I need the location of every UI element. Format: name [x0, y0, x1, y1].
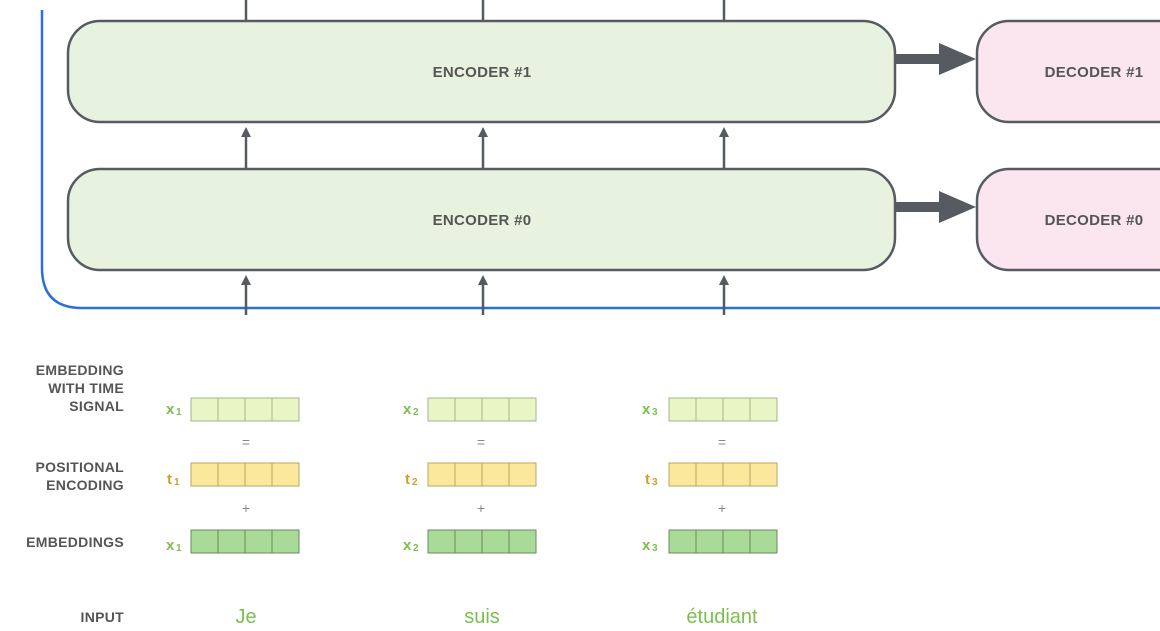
- inter-encoder-arrows: [241, 127, 729, 168]
- svg-text:ENCODING: ENCODING: [46, 477, 124, 493]
- input-arrows: [241, 275, 729, 315]
- equals-sign: =: [477, 434, 485, 450]
- positional-vector: [427, 462, 537, 487]
- input-word: Je: [235, 606, 256, 628]
- positional-vector: [668, 462, 778, 487]
- encoder-0-block: ENCODER #0: [66, 167, 897, 272]
- svg-text:INPUT: INPUT: [81, 609, 125, 625]
- equals-sign: =: [718, 434, 726, 450]
- t-symbol: t: [645, 471, 650, 488]
- encoder-1-label: ENCODER #1: [433, 64, 532, 81]
- t-symbol: t: [167, 471, 172, 488]
- x-symbol: x: [642, 537, 651, 554]
- positional-vector: [190, 462, 300, 487]
- encoder-decoder-arrow-1: [895, 43, 976, 75]
- decoder-1-block: DECODER #1: [975, 19, 1160, 124]
- x-subscript: 2: [413, 543, 419, 554]
- plus-sign: +: [477, 500, 485, 516]
- time-signal-vector: [427, 397, 537, 422]
- decoder-0-block: DECODER #0: [975, 167, 1160, 272]
- encoder-0-label: ENCODER #0: [433, 212, 532, 229]
- encoder-stack-frame: [40, 10, 1160, 310]
- embedding-vector: [190, 529, 300, 554]
- x-symbol: x: [166, 537, 175, 554]
- svg-text:POSITIONAL: POSITIONAL: [35, 459, 124, 475]
- token-column-2: x 2 = t 2 + x 2 suis: [403, 397, 537, 628]
- token-column-1: x 1 = t 1 + x 1 Je: [166, 397, 300, 628]
- svg-text:EMBEDDINGS: EMBEDDINGS: [26, 534, 124, 550]
- decoder-1-label: DECODER #1: [1045, 64, 1144, 81]
- svg-text:EMBEDDING: EMBEDDING: [36, 362, 124, 378]
- top-connectors: [244, 0, 726, 20]
- embedding-vector: [668, 529, 778, 554]
- svg-text:SIGNAL: SIGNAL: [69, 398, 124, 414]
- x-subscript: 1: [176, 407, 182, 418]
- t-symbol: t: [405, 471, 410, 488]
- x-subscript: 3: [652, 407, 658, 418]
- row-label-embedding-time-signal: EMBEDDING WITH TIME SIGNAL: [36, 362, 124, 414]
- x-subscript: 3: [652, 543, 658, 554]
- row-label-input: INPUT: [81, 609, 125, 625]
- x-symbol: x: [642, 401, 651, 418]
- row-label-positional-encoding: POSITIONAL ENCODING: [35, 459, 124, 493]
- input-word: suis: [464, 606, 500, 628]
- x-symbol: x: [166, 401, 175, 418]
- encoder-decoder-arrow-0: [895, 191, 976, 223]
- plus-sign: +: [242, 500, 250, 516]
- plus-sign: +: [718, 500, 726, 516]
- time-signal-vector: [668, 397, 778, 422]
- row-label-embeddings: EMBEDDINGS: [26, 534, 124, 550]
- decoder-0-label: DECODER #0: [1045, 212, 1144, 229]
- x-subscript: 1: [176, 543, 182, 554]
- t-subscript: 1: [174, 477, 180, 488]
- x-subscript: 2: [413, 407, 419, 418]
- encoder-1-block: ENCODER #1: [66, 19, 897, 124]
- t-subscript: 2: [412, 477, 418, 488]
- svg-text:WITH TIME: WITH TIME: [48, 380, 124, 396]
- input-word: étudiant: [686, 606, 758, 628]
- embedding-vector: [427, 529, 537, 554]
- token-column-3: x 3 = t 3 + x 3 étudiant: [642, 397, 778, 628]
- x-symbol: x: [403, 401, 412, 418]
- t-subscript: 3: [652, 477, 658, 488]
- x-symbol: x: [403, 537, 412, 554]
- equals-sign: =: [242, 434, 250, 450]
- time-signal-vector: [190, 397, 300, 422]
